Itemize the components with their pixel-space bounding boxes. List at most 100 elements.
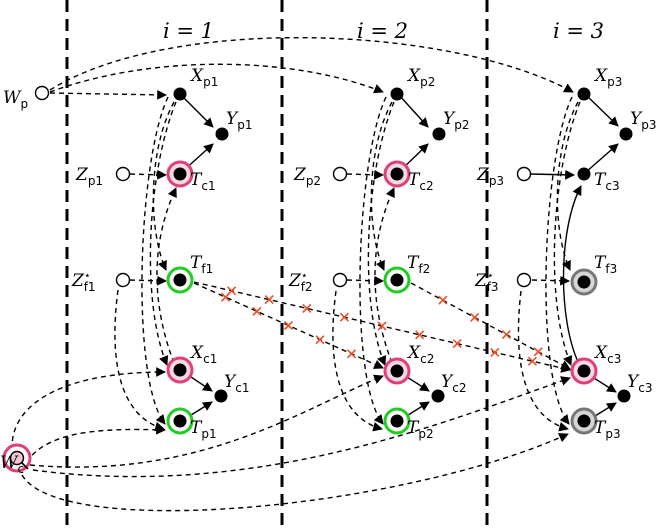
cross-mark (252, 306, 262, 316)
node-dot (577, 275, 591, 289)
node-yc2: Yc2 (431, 372, 466, 403)
cross-mark (264, 295, 274, 305)
edge-xp2-xc2 (367, 101, 395, 366)
cross-mark (452, 339, 462, 349)
node-dot (173, 87, 187, 101)
node-xc2: Xc2 (383, 343, 434, 385)
edge-xc3-tc3 (562, 185, 582, 365)
edge-xc1-tc1 (156, 187, 177, 364)
edge-tf2-xc3 (410, 282, 571, 370)
node-dot (215, 127, 229, 141)
node-circle (9, 450, 25, 466)
edge-xp1-tf1 (152, 101, 175, 271)
cross-mark (527, 356, 537, 366)
cross-mark (302, 303, 312, 313)
edge-zf3-tf3 (531, 275, 570, 286)
node-circle (516, 272, 532, 288)
node-tf1: Tf1 (166, 253, 213, 294)
node-circle (115, 166, 131, 182)
edge-zp3-tc3-solid (529, 169, 575, 180)
node-dot (173, 414, 187, 428)
node-dot (577, 364, 591, 378)
cross-mark (346, 349, 357, 359)
edge-zp1-tc1 (129, 169, 167, 180)
node-dot (173, 363, 187, 377)
edge-wc-xc2 (29, 374, 384, 468)
node-label: Tc1 (190, 170, 216, 193)
node-label: Xc2 (406, 343, 434, 366)
edge-zf2-tf2 (346, 275, 384, 286)
node-dot (173, 167, 187, 181)
node-label: Zp3 (476, 165, 504, 188)
node-label: Yc1 (224, 372, 249, 395)
node-label: Zp2 (293, 165, 321, 188)
node-label: Yc3 (627, 372, 652, 395)
node-yp1: Yp1 (215, 109, 253, 141)
node-zp3: Zp3 (476, 165, 532, 188)
cross-mark (377, 321, 387, 331)
node-dot (577, 87, 591, 101)
node-tp3: Tp3 (570, 407, 621, 441)
edges (11, 37, 619, 512)
edge-tc3-yp3 (585, 143, 619, 173)
edge-wc-xc1 (11, 367, 166, 451)
edge-wc-tp3 (21, 433, 569, 512)
node-label: Xc3 (593, 343, 621, 366)
node-yc1: Yc1 (214, 372, 249, 403)
node-zf2: Z⋆f2 (288, 269, 348, 294)
edge-xp3-tp3 (545, 96, 573, 425)
node-label: Tp2 (407, 418, 434, 441)
node-circle (34, 85, 50, 101)
severed-edge-markers (220, 286, 543, 366)
cross-mark (283, 320, 294, 331)
node-tf3: Tf3 (570, 253, 617, 296)
edge-wp-xp2 (49, 63, 384, 94)
edge-wc-xc3 (32, 376, 571, 478)
node-label: Tf3 (594, 253, 617, 276)
node-label: Z⋆f3 (474, 269, 499, 294)
node-circle (332, 166, 348, 182)
node-label: Tf2 (407, 253, 430, 276)
edge-xp1-yp1 (180, 94, 214, 128)
edge-xp3-xc3 (553, 101, 581, 366)
node-tc2: Tc2 (383, 160, 434, 193)
node-label: Tp1 (190, 418, 217, 441)
node-label: Xp2 (406, 66, 435, 89)
node-dot (173, 273, 187, 287)
edge-xp2-tp2 (359, 96, 387, 425)
node-label: Yp3 (630, 109, 657, 132)
node-dot (390, 273, 404, 287)
cross-mark (339, 312, 349, 322)
node-dot (577, 167, 591, 181)
node-dot (390, 87, 404, 101)
node-label: Tc3 (594, 170, 620, 193)
node-dot (432, 127, 446, 141)
edge-wp-xp1 (49, 89, 167, 100)
node-dot (577, 414, 591, 428)
edge-zf1-tf1 (129, 275, 167, 286)
cross-mark (315, 335, 325, 345)
edge-xp1-tp1 (141, 96, 169, 425)
node-xc1: Xc1 (166, 343, 217, 384)
node-label: Xp3 (593, 66, 622, 89)
edge-zf2-tp2 (332, 290, 383, 432)
node-label: Z⋆f2 (288, 269, 313, 294)
node-tc1: Tc1 (166, 160, 216, 193)
node-label: Yp1 (226, 109, 253, 132)
node-dot (617, 389, 631, 403)
node-zp2: Zp2 (293, 165, 348, 188)
node-dot (390, 414, 404, 428)
cross-mark (501, 330, 511, 340)
edge-zf1-tp1 (114, 289, 165, 432)
edge-wc-tp1 (21, 424, 166, 471)
cross-mark (490, 347, 500, 357)
node-circle (516, 166, 532, 182)
edge-xp3-tf3 (556, 101, 579, 271)
node-wc: Wc (0, 443, 32, 476)
node-label: Tc2 (408, 170, 434, 193)
node-circle (332, 272, 348, 288)
cross-mark (533, 347, 543, 357)
cross-mark (227, 286, 237, 296)
